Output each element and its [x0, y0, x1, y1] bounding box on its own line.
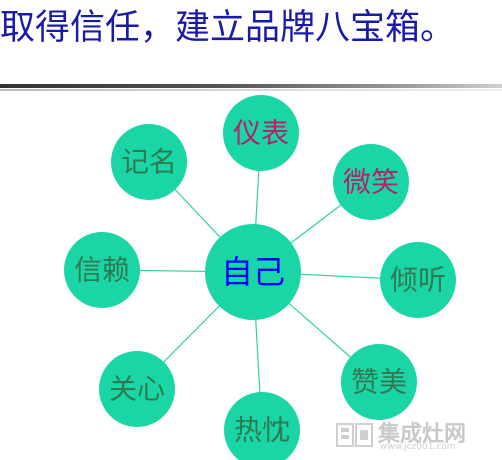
node-circle [99, 351, 175, 427]
brand-logo-icon [336, 423, 373, 447]
node-label: 信赖 [74, 254, 130, 287]
diagram-node: 微笑 [333, 144, 409, 220]
node-label: 关心 [109, 373, 165, 406]
node-circle [341, 344, 417, 420]
node-label: 热忱 [234, 414, 290, 447]
node-circle [380, 242, 456, 318]
center-label: 自己 [221, 253, 285, 291]
center-circle [205, 224, 301, 320]
node-label: 记名 [121, 146, 177, 179]
diagram-node: 信赖 [64, 232, 140, 308]
title-divider [0, 84, 502, 88]
node-label: 倾听 [390, 264, 446, 297]
title-divider-shadow [0, 89, 502, 91]
node-circle [111, 124, 187, 200]
center-node: 自己 [205, 224, 301, 320]
watermark-url: www.jcz001.com [380, 442, 456, 452]
diagram-node: 仪表 [223, 95, 299, 171]
slide-title: 取得信任，建立品牌八宝箱。 [0, 8, 456, 48]
diagram-node: 赞美 [341, 344, 417, 420]
node-label: 仪表 [233, 117, 289, 150]
node-circle [333, 144, 409, 220]
diagram-node: 热忱 [224, 392, 300, 460]
diagram-node: 倾听 [380, 242, 456, 318]
watermark: 集成灶网 www.jcz001.com [336, 414, 496, 454]
node-circle [64, 232, 140, 308]
diagram-node: 关心 [99, 351, 175, 427]
node-circle [223, 95, 299, 171]
node-circle [224, 392, 300, 460]
node-label: 赞美 [351, 366, 407, 399]
diagram-node: 记名 [111, 124, 187, 200]
node-label: 微笑 [343, 166, 399, 199]
watermark-brand: 集成灶网 [378, 422, 467, 447]
